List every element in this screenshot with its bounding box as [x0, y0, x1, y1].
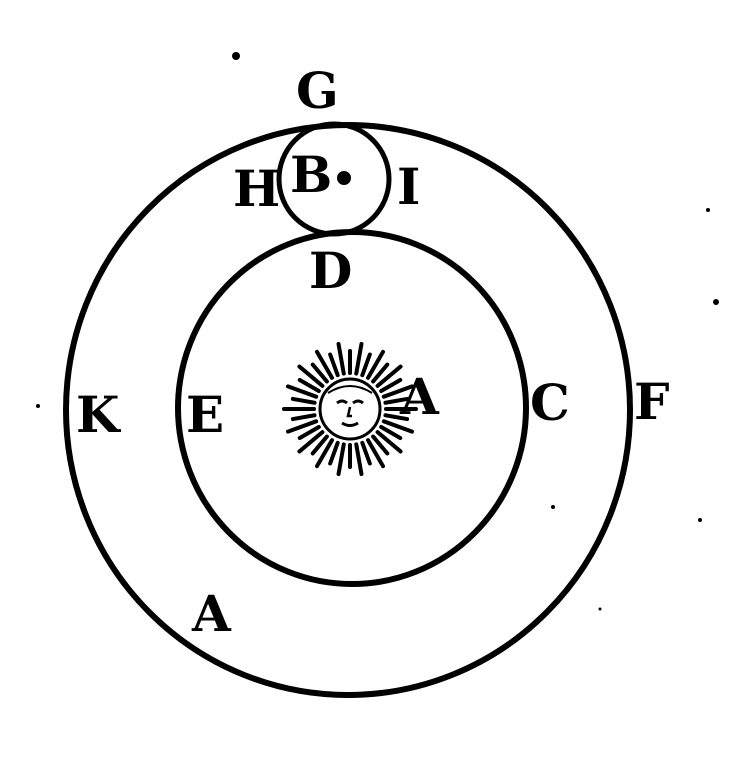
sun-ray	[328, 352, 340, 378]
sun-ray	[310, 362, 329, 384]
sun-ray	[366, 438, 385, 469]
sun-ray	[336, 342, 346, 376]
sun-ray	[336, 442, 346, 476]
label-h: H	[233, 159, 280, 218]
label-c: C	[530, 373, 570, 432]
sun-ray	[297, 430, 325, 454]
sun-ray	[297, 378, 321, 393]
sun-ray	[290, 413, 317, 422]
sun-ray	[290, 396, 317, 405]
sun-ray	[297, 425, 321, 440]
label-sun-a: A	[399, 367, 440, 426]
sun-ray	[360, 352, 372, 378]
label-i: I	[397, 157, 420, 216]
sun-ray	[379, 425, 403, 440]
sun-ray	[371, 362, 390, 384]
print-speckles	[36, 52, 719, 611]
sun-ray	[371, 434, 390, 456]
sun-ray	[354, 442, 364, 476]
label-e: E	[186, 385, 224, 444]
sun-face-icon	[282, 342, 418, 476]
planet-dot	[337, 171, 351, 185]
sun-ray	[381, 384, 415, 399]
label-d: D	[309, 241, 352, 300]
sun-ray	[285, 384, 319, 399]
sun-ray	[375, 364, 403, 388]
sun-ray	[366, 349, 385, 380]
label-f: F	[634, 372, 670, 431]
epicycle-circle	[276, 121, 392, 237]
sun-ray	[383, 396, 410, 405]
sun-ray	[310, 434, 329, 456]
label-outer-a: A	[191, 584, 232, 643]
sun-ray	[360, 440, 372, 466]
sun-ray	[315, 438, 334, 469]
sun-ray	[381, 419, 415, 434]
sun-ray	[375, 430, 403, 454]
label-g: G	[296, 61, 339, 120]
label-b: B	[290, 145, 332, 204]
sun-ray	[285, 419, 319, 434]
sun-ray	[383, 413, 410, 422]
sun-ray	[354, 342, 364, 376]
sun-ray	[379, 378, 403, 393]
label-k: K	[76, 385, 121, 444]
sun-ray	[328, 440, 340, 466]
sun-ray	[315, 349, 334, 380]
sun-ray	[297, 364, 325, 388]
